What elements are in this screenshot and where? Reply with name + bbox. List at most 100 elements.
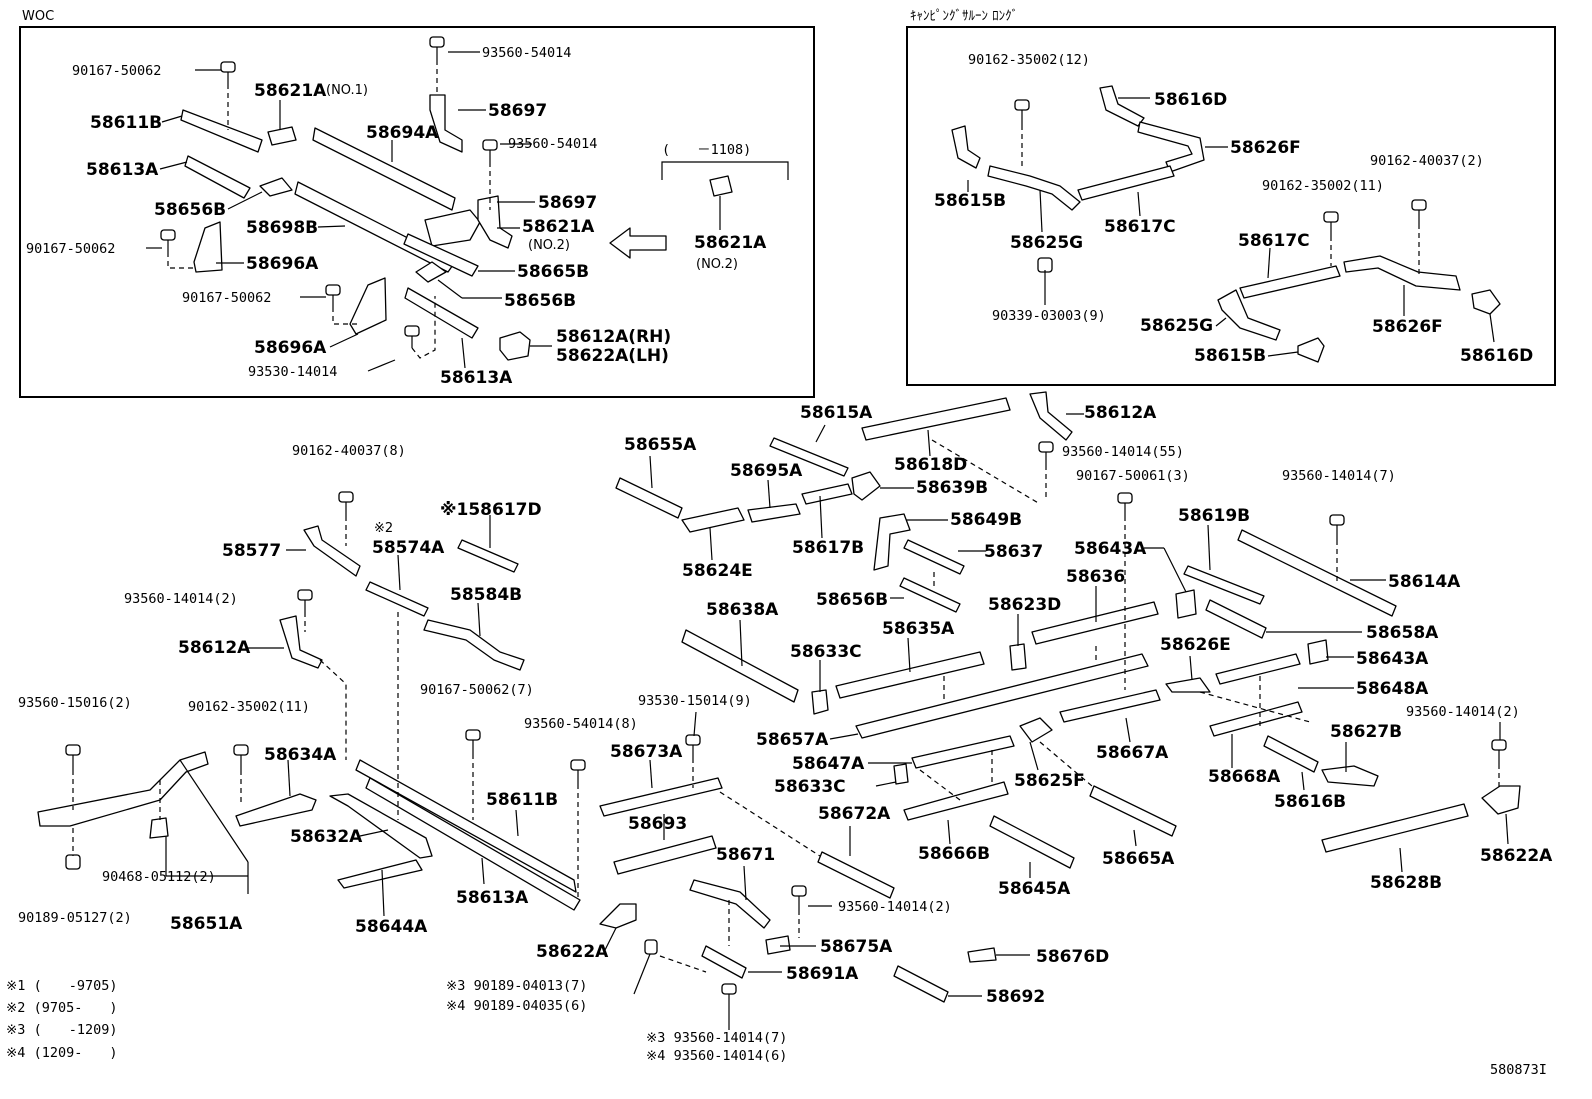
part-label: 58613A: [456, 888, 529, 908]
clip-58675A: [765, 935, 791, 955]
bolt-icon: [1117, 492, 1133, 516]
part-label: 58617B: [792, 538, 864, 558]
rail-58632A: [329, 793, 433, 859]
rail-58613A-lower: [404, 287, 479, 339]
rail-58657A: [855, 653, 1149, 739]
plate-58617D: [457, 539, 519, 573]
part-label: 58616D: [1460, 346, 1533, 366]
part-label: 58693: [628, 814, 687, 834]
part-label-note: (NO.2): [528, 238, 570, 253]
part-label: 58628B: [1370, 873, 1442, 893]
bracket-58616D-top: [1099, 85, 1145, 127]
part-label: 58636: [1066, 567, 1125, 587]
part-label: 58621A: [694, 233, 767, 253]
bolt-icon: [791, 885, 807, 910]
bracket-58612A: [499, 331, 531, 361]
part-label: 90468-05112(2): [102, 869, 216, 885]
part-label: ※3 90189-04013(7): [446, 978, 587, 994]
part-label: 58648A: [1356, 679, 1429, 699]
part-label: 58658A: [1366, 623, 1439, 643]
part-label: 93560-14014(2): [1406, 704, 1520, 720]
bracket-58625F: [1019, 717, 1053, 743]
part-label: 58657A: [756, 730, 829, 750]
part-label: 58647A: [792, 754, 865, 774]
plate-58618D: [861, 397, 1011, 441]
rail-58613A-main: [365, 777, 581, 911]
part-label: 58622A: [1480, 846, 1553, 866]
plate-58693: [613, 835, 717, 875]
rail-58626F-top: [1137, 121, 1205, 173]
part-label: 58611B: [486, 790, 558, 810]
bracket-90468: [149, 817, 169, 839]
plate-58673A: [599, 777, 723, 817]
part-label: 93560-14014(7): [1282, 468, 1396, 484]
part-label: 90162-35002(11): [1262, 178, 1384, 194]
rail-58617C-mid: [1239, 265, 1341, 299]
plate-58695A: [747, 503, 801, 523]
bolt-icon: [482, 139, 498, 162]
part-label: 58645A: [998, 879, 1071, 899]
bolt-icon: [233, 744, 249, 770]
part-label: 90189-05127(2): [18, 910, 132, 926]
part-label: 58615B: [1194, 346, 1266, 366]
direction-arrow-icon: [609, 227, 667, 259]
part-label: 58665B: [517, 262, 589, 282]
part-label: 58625F: [1014, 771, 1085, 791]
part-label: 58637: [984, 542, 1043, 562]
part-label: 58692: [986, 987, 1045, 1007]
part-label: 58667A: [1096, 743, 1169, 763]
rail-58666B: [903, 781, 1009, 821]
clip-icon: [644, 939, 658, 955]
part-label: 90162-40037(8): [292, 443, 406, 459]
part-label: 93530-15014(9): [638, 693, 752, 709]
bolt-icon: [1038, 441, 1054, 465]
part-label: 58616D: [1154, 90, 1227, 110]
range-bracket: [661, 161, 789, 180]
rail-58667A: [1059, 689, 1161, 723]
part-label: 58633C: [790, 642, 862, 662]
curved-58639B: [851, 471, 881, 501]
rail-58665B: [403, 233, 479, 277]
rail-58611B-main: [355, 759, 577, 893]
clip-icon: [1037, 257, 1053, 273]
cap-58616D-bottom: [1471, 289, 1501, 315]
part-label: 58691A: [786, 964, 859, 984]
part-label: 90162-35002(11): [188, 699, 310, 715]
clip-58633C-lower: [893, 763, 909, 785]
rail-58617C-top: [1077, 165, 1175, 201]
legend-item: ※3 ( -1209): [6, 1022, 117, 1038]
part-label: 58619B: [1178, 506, 1250, 526]
bolt-icon: [570, 759, 586, 784]
woc-inset-frame: [19, 26, 815, 398]
rail-58636: [1031, 601, 1159, 645]
part-label: 58695A: [730, 461, 803, 481]
part-label: 58615A: [800, 403, 873, 423]
plate-58617B: [801, 483, 853, 505]
part-label: 58615B: [934, 191, 1006, 211]
bracket-58643A: [1175, 589, 1197, 619]
rail-58584B: [423, 619, 525, 671]
legend-item: ※2 (9705- ): [6, 1000, 117, 1016]
part-label: 58626F: [1372, 317, 1443, 337]
bracket-58697-mid: [424, 209, 481, 247]
bracket-58612A-left: [279, 615, 323, 669]
part-label: 58617C: [1238, 231, 1310, 251]
part-label: 58633C: [774, 777, 846, 797]
part-label: 58676D: [1036, 947, 1109, 967]
part-label: ※3 93560-14014(7): [646, 1030, 787, 1046]
part-label: 58611B: [90, 113, 162, 133]
part-label: 90167-50061(3): [1076, 468, 1190, 484]
part-label: 58656B: [154, 200, 226, 220]
bolt-icon: [338, 491, 354, 516]
part-label: 58626F: [1230, 138, 1301, 158]
part-label: 93560-14014(55): [1062, 444, 1184, 460]
figure-id: 580873I: [1490, 1062, 1547, 1078]
part-label: 58671: [716, 845, 775, 865]
rail-58634A: [235, 793, 317, 827]
part-label: 58639B: [916, 478, 988, 498]
camping-inset-frame: [906, 26, 1556, 386]
bracket-58627B: [1321, 765, 1379, 787]
part-label: 58698B: [246, 218, 318, 238]
legend-item: ※1 ( -9705): [6, 978, 117, 994]
part-label: 58643A: [1356, 649, 1429, 669]
